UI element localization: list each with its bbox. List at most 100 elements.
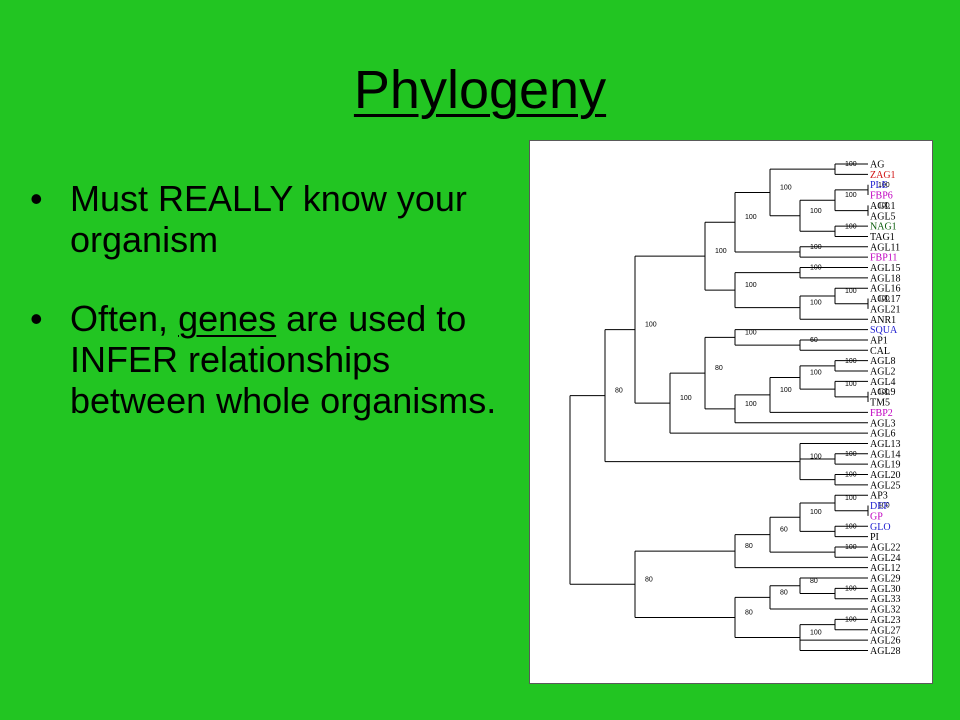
bootstrap-value: 80: [645, 576, 653, 583]
phylogenetic-tree: 100 100 100 100 100 100 100 100 100 100 100 100 100 1…: [569, 160, 901, 657]
bootstrap-value: 80: [745, 543, 753, 550]
genes-underlined-word: genes: [178, 298, 277, 339]
leaf-label: DEF: [870, 501, 889, 512]
bootstrap-value: 100: [845, 358, 857, 365]
leaf-label: PI: [870, 532, 879, 543]
leaf-label: AGL6: [870, 429, 896, 440]
leaf-label: AGL13: [870, 439, 901, 450]
bootstrap-value: 100: [845, 523, 857, 530]
bootstrap-value: 100: [878, 503, 890, 510]
leaf-label: FBP6: [870, 191, 893, 202]
leaf-label: AGL5: [870, 211, 896, 222]
bootstrap-value: 100: [878, 296, 890, 303]
bootstrap-value: 100: [810, 454, 822, 461]
bullet-list: Must REALLY know your organism Often, ge…: [30, 178, 510, 459]
leaf-label: AGL3: [870, 418, 896, 429]
leaf-label: AGL16: [870, 284, 901, 295]
bootstrap-value: 100: [810, 300, 822, 307]
bullet-item-organism: Must REALLY know your organism: [30, 178, 510, 260]
bootstrap-value: 100: [845, 223, 857, 230]
bullet-item-genes: Often, genes are used to INFER relations…: [30, 298, 510, 421]
bootstrap-value: 100: [745, 282, 757, 289]
bootstrap-value: 100: [878, 203, 890, 210]
leaf-label: AGL9: [870, 387, 896, 398]
leaf-label: GLO: [870, 522, 891, 533]
leaf-label: SQUA: [870, 325, 898, 336]
bootstrap-value: 80: [780, 589, 788, 596]
leaf-label: AP1: [870, 335, 888, 346]
phylogenetic-tree-panel: 100 100 100 100 100 100 100 100 100 100 100 100 100 1…: [529, 140, 933, 684]
leaf-label: AGL1: [870, 201, 896, 212]
leaf-label: AGL25: [870, 480, 901, 491]
leaf-label: FBP2: [870, 408, 893, 419]
bullet-text-pre: Often,: [70, 298, 179, 339]
leaf-label: AGL26: [870, 636, 901, 647]
bootstrap-value: 80: [810, 578, 818, 585]
leaf-label: AGL17: [870, 294, 901, 305]
leaf-label: AGL28: [870, 646, 901, 657]
bullet-text-organism: Must REALLY know your organism: [70, 178, 467, 260]
leaf-label: AG: [870, 160, 884, 171]
leaf-label: ANR1: [870, 315, 896, 326]
bootstrap-value: 100: [845, 617, 857, 624]
leaf-label: FBP11: [870, 253, 897, 264]
leaf-label: AGL27: [870, 625, 901, 636]
bootstrap-value: 100: [780, 184, 792, 191]
leaf-label: AGL29: [870, 574, 901, 585]
bootstrap-value: 100: [810, 265, 822, 272]
leaf-label: AP3: [870, 491, 888, 502]
bootstrap-value: 100: [845, 192, 857, 199]
bootstrap-value: 100: [878, 182, 890, 189]
leaf-label: NAG1: [870, 222, 897, 233]
bootstrap-value: 100: [845, 381, 857, 388]
bootstrap-value: 100: [780, 387, 792, 394]
bootstrap-value: 100: [845, 586, 857, 593]
leaf-label: GP: [870, 511, 883, 522]
bootstrap-value: 100: [745, 329, 757, 336]
leaf-label: AGL12: [870, 563, 901, 574]
leaf-label: AGL8: [870, 356, 896, 367]
bootstrap-value: 100: [845, 472, 857, 479]
bootstrap-value: 100: [878, 389, 890, 396]
bootstrap-value: 80: [615, 388, 623, 395]
leaf-label: AGL30: [870, 584, 901, 595]
leaf-label: CAL: [870, 346, 890, 357]
leaf-label: ZAG1: [870, 170, 896, 181]
leaf-label: AGL11: [870, 242, 900, 253]
bootstrap-value: 100: [845, 161, 857, 168]
leaf-label: TM5: [870, 398, 890, 409]
bootstrap-value: 100: [745, 401, 757, 408]
bootstrap-value: 100: [745, 214, 757, 221]
bootstrap-value: 100: [715, 248, 727, 255]
bootstrap-value: 100: [845, 288, 857, 295]
bootstrap-value: 100: [810, 630, 822, 637]
leaf-label: AGL19: [870, 460, 901, 471]
leaf-label: AGL33: [870, 594, 901, 605]
leaf-label: AGL23: [870, 615, 901, 626]
bootstrap-value: 100: [845, 495, 857, 502]
leaf-label: AGL20: [870, 470, 901, 481]
leaf-label: TAG1: [870, 232, 895, 243]
leaf-label: AGL14: [870, 449, 901, 460]
bootstrap-value: 100: [810, 208, 822, 215]
bullet-text-post: are used to INFER relationships between …: [70, 298, 497, 421]
leaf-label: AGL32: [870, 605, 901, 616]
bootstrap-value: 80: [715, 365, 723, 372]
leaf-label: PLE: [870, 180, 888, 191]
leaf-label: AGL18: [870, 273, 901, 284]
bootstrap-value: 100: [680, 395, 692, 402]
bootstrap-value: 100: [810, 369, 822, 376]
bootstrap-value: 100: [845, 451, 857, 458]
leaf-label: AGL2: [870, 367, 896, 378]
leaf-label: AGL15: [870, 263, 901, 274]
slide-title: Phylogeny: [353, 60, 607, 120]
bootstrap-value: 100: [845, 544, 857, 551]
bootstrap-value: 100: [645, 322, 657, 329]
bootstrap-value: 80: [745, 609, 753, 616]
bootstrap-value: 100: [810, 244, 822, 251]
leaf-label: AGL24: [870, 553, 901, 564]
leaf-label: AGL22: [870, 542, 901, 553]
leaf-label: AGL21: [870, 304, 901, 315]
bootstrap-value: 60: [780, 527, 788, 534]
bootstrap-value: 100: [810, 509, 822, 516]
